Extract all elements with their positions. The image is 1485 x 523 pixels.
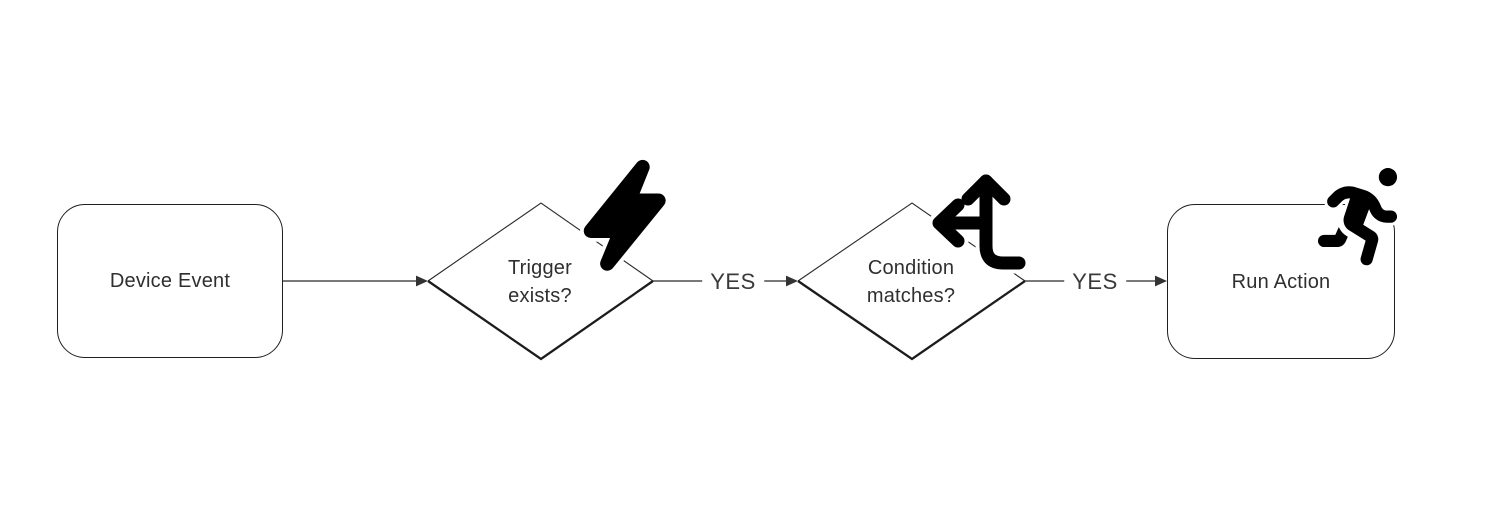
edge-device-event-to-trigger	[283, 275, 428, 287]
node-trigger-exists-label-line1: Trigger	[507, 257, 572, 279]
node-run-action-label: Run Action	[1231, 270, 1331, 293]
lightning-bolt-icon	[579, 156, 670, 275]
node-trigger-exists-label: Trigger exists?	[440, 253, 640, 311]
edge-label-yes-2: YES	[1064, 269, 1126, 295]
node-device-event-label: Device Event	[109, 270, 231, 292]
node-condition-matches-label-line1: Condition	[867, 257, 955, 279]
node-condition-matches-label-line2: matches?	[866, 285, 956, 307]
edge-arrowhead	[416, 275, 428, 287]
node-run-action[interactable]: Run Action	[1167, 204, 1395, 359]
node-device-event[interactable]: Device Event	[57, 204, 283, 358]
split-directions-icon	[928, 170, 1030, 274]
edge-arrowhead	[786, 275, 798, 287]
edge-label-yes-1: YES	[702, 269, 764, 295]
node-trigger-exists-label-line2: exists?	[508, 285, 572, 307]
node-condition-matches-label: Condition matches?	[811, 253, 1011, 311]
edge-arrowhead	[1155, 275, 1167, 287]
